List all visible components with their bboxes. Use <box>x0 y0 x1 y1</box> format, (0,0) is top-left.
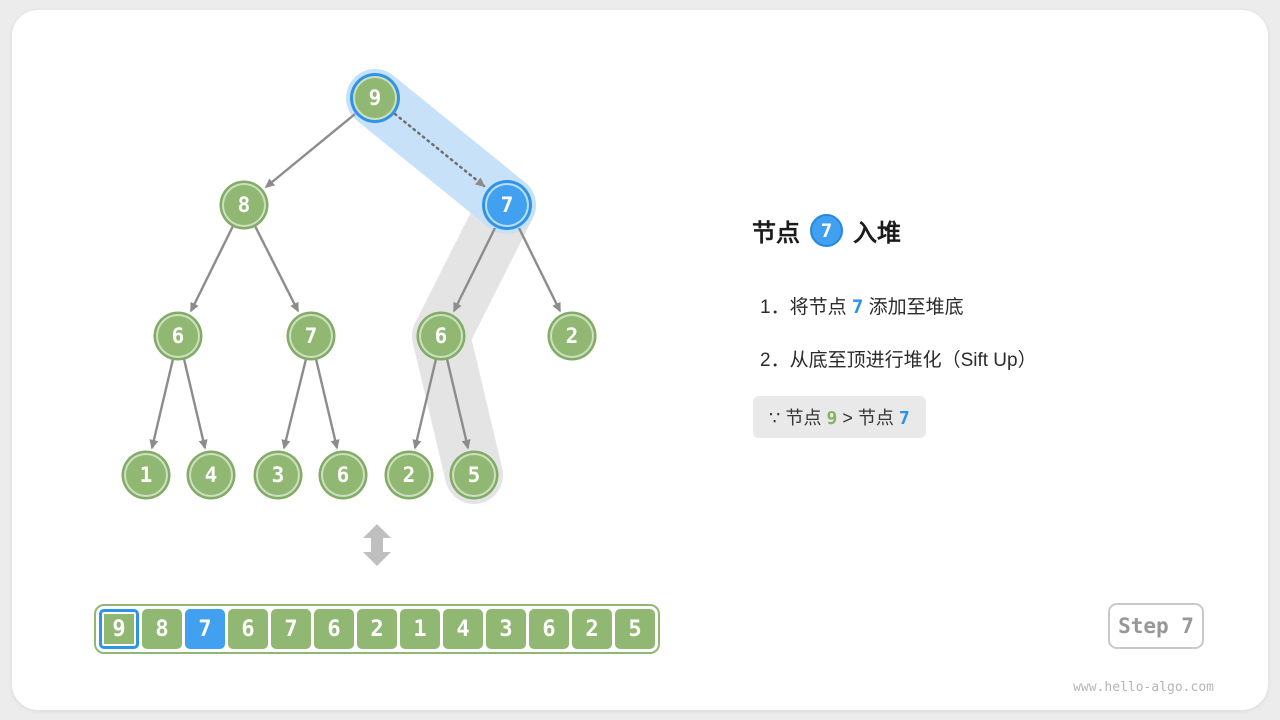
tree-node: 8 <box>222 183 266 227</box>
array-cell: 9 <box>99 609 139 649</box>
instruction-step-2: 2．从底至顶进行堆化（Sift Up） <box>760 345 1037 372</box>
heap-array: 9 8 7 6 7 6 2 1 4 3 6 2 5 <box>94 604 660 654</box>
tree-node: 7 <box>289 314 333 358</box>
array-cell: 7 <box>271 609 311 649</box>
tree-node: 6 <box>419 314 463 358</box>
array-cell: 3 <box>486 609 526 649</box>
array-cell: 2 <box>357 609 397 649</box>
step-text: 添加至堆底 <box>863 297 964 318</box>
array-cell: 1 <box>400 609 440 649</box>
tree-node-root: 9 <box>353 76 397 120</box>
reason-text: > 节点 <box>837 408 899 428</box>
reason-text: ∵ 节点 <box>769 408 827 428</box>
title-suffix: 入堆 <box>853 220 901 247</box>
array-cell: 2 <box>572 609 612 649</box>
array-cell: 6 <box>529 609 569 649</box>
array-cell: 4 <box>443 609 483 649</box>
tree-node: 4 <box>189 453 233 497</box>
tree-node-inserted: 7 <box>485 183 529 227</box>
comparison-arrow <box>393 112 486 188</box>
watermark: www.hello-algo.com <box>1073 680 1214 695</box>
tree-node: 1 <box>124 453 168 497</box>
array-cell: 6 <box>314 609 354 649</box>
reason-value-9: 9 <box>826 408 838 429</box>
array-cell-inserted: 7 <box>185 609 225 649</box>
double-arrow-icon <box>363 524 391 566</box>
tree-node: 3 <box>256 453 300 497</box>
title-prefix: 节点 <box>752 220 800 247</box>
step-highlight-value: 7 <box>851 296 864 318</box>
array-cell: 6 <box>228 609 268 649</box>
array-cell: 5 <box>615 609 655 649</box>
instruction-step-1: 1．将节点 7 添加至堆底 <box>760 292 964 319</box>
tree-edges <box>149 112 562 450</box>
reason-box: ∵ 节点 9 > 节点 7 <box>753 396 926 438</box>
tree-node: 6 <box>156 314 200 358</box>
array-cell: 8 <box>142 609 182 649</box>
tree-node: 2 <box>550 314 594 358</box>
reason-value-7: 7 <box>898 408 910 429</box>
step-text: 1．将节点 <box>760 297 852 318</box>
node-badge-icon: 7 <box>810 214 843 247</box>
canvas-card <box>12 10 1268 710</box>
panel-title: 节点 7 入堆 <box>752 213 901 248</box>
step-badge: Step 7 <box>1108 603 1204 649</box>
tree-node: 2 <box>387 453 431 497</box>
tree-node: 6 <box>321 453 365 497</box>
step-text: 2．从底至顶进行堆化（Sift Up） <box>760 350 1037 371</box>
tree-node: 5 <box>452 453 496 497</box>
